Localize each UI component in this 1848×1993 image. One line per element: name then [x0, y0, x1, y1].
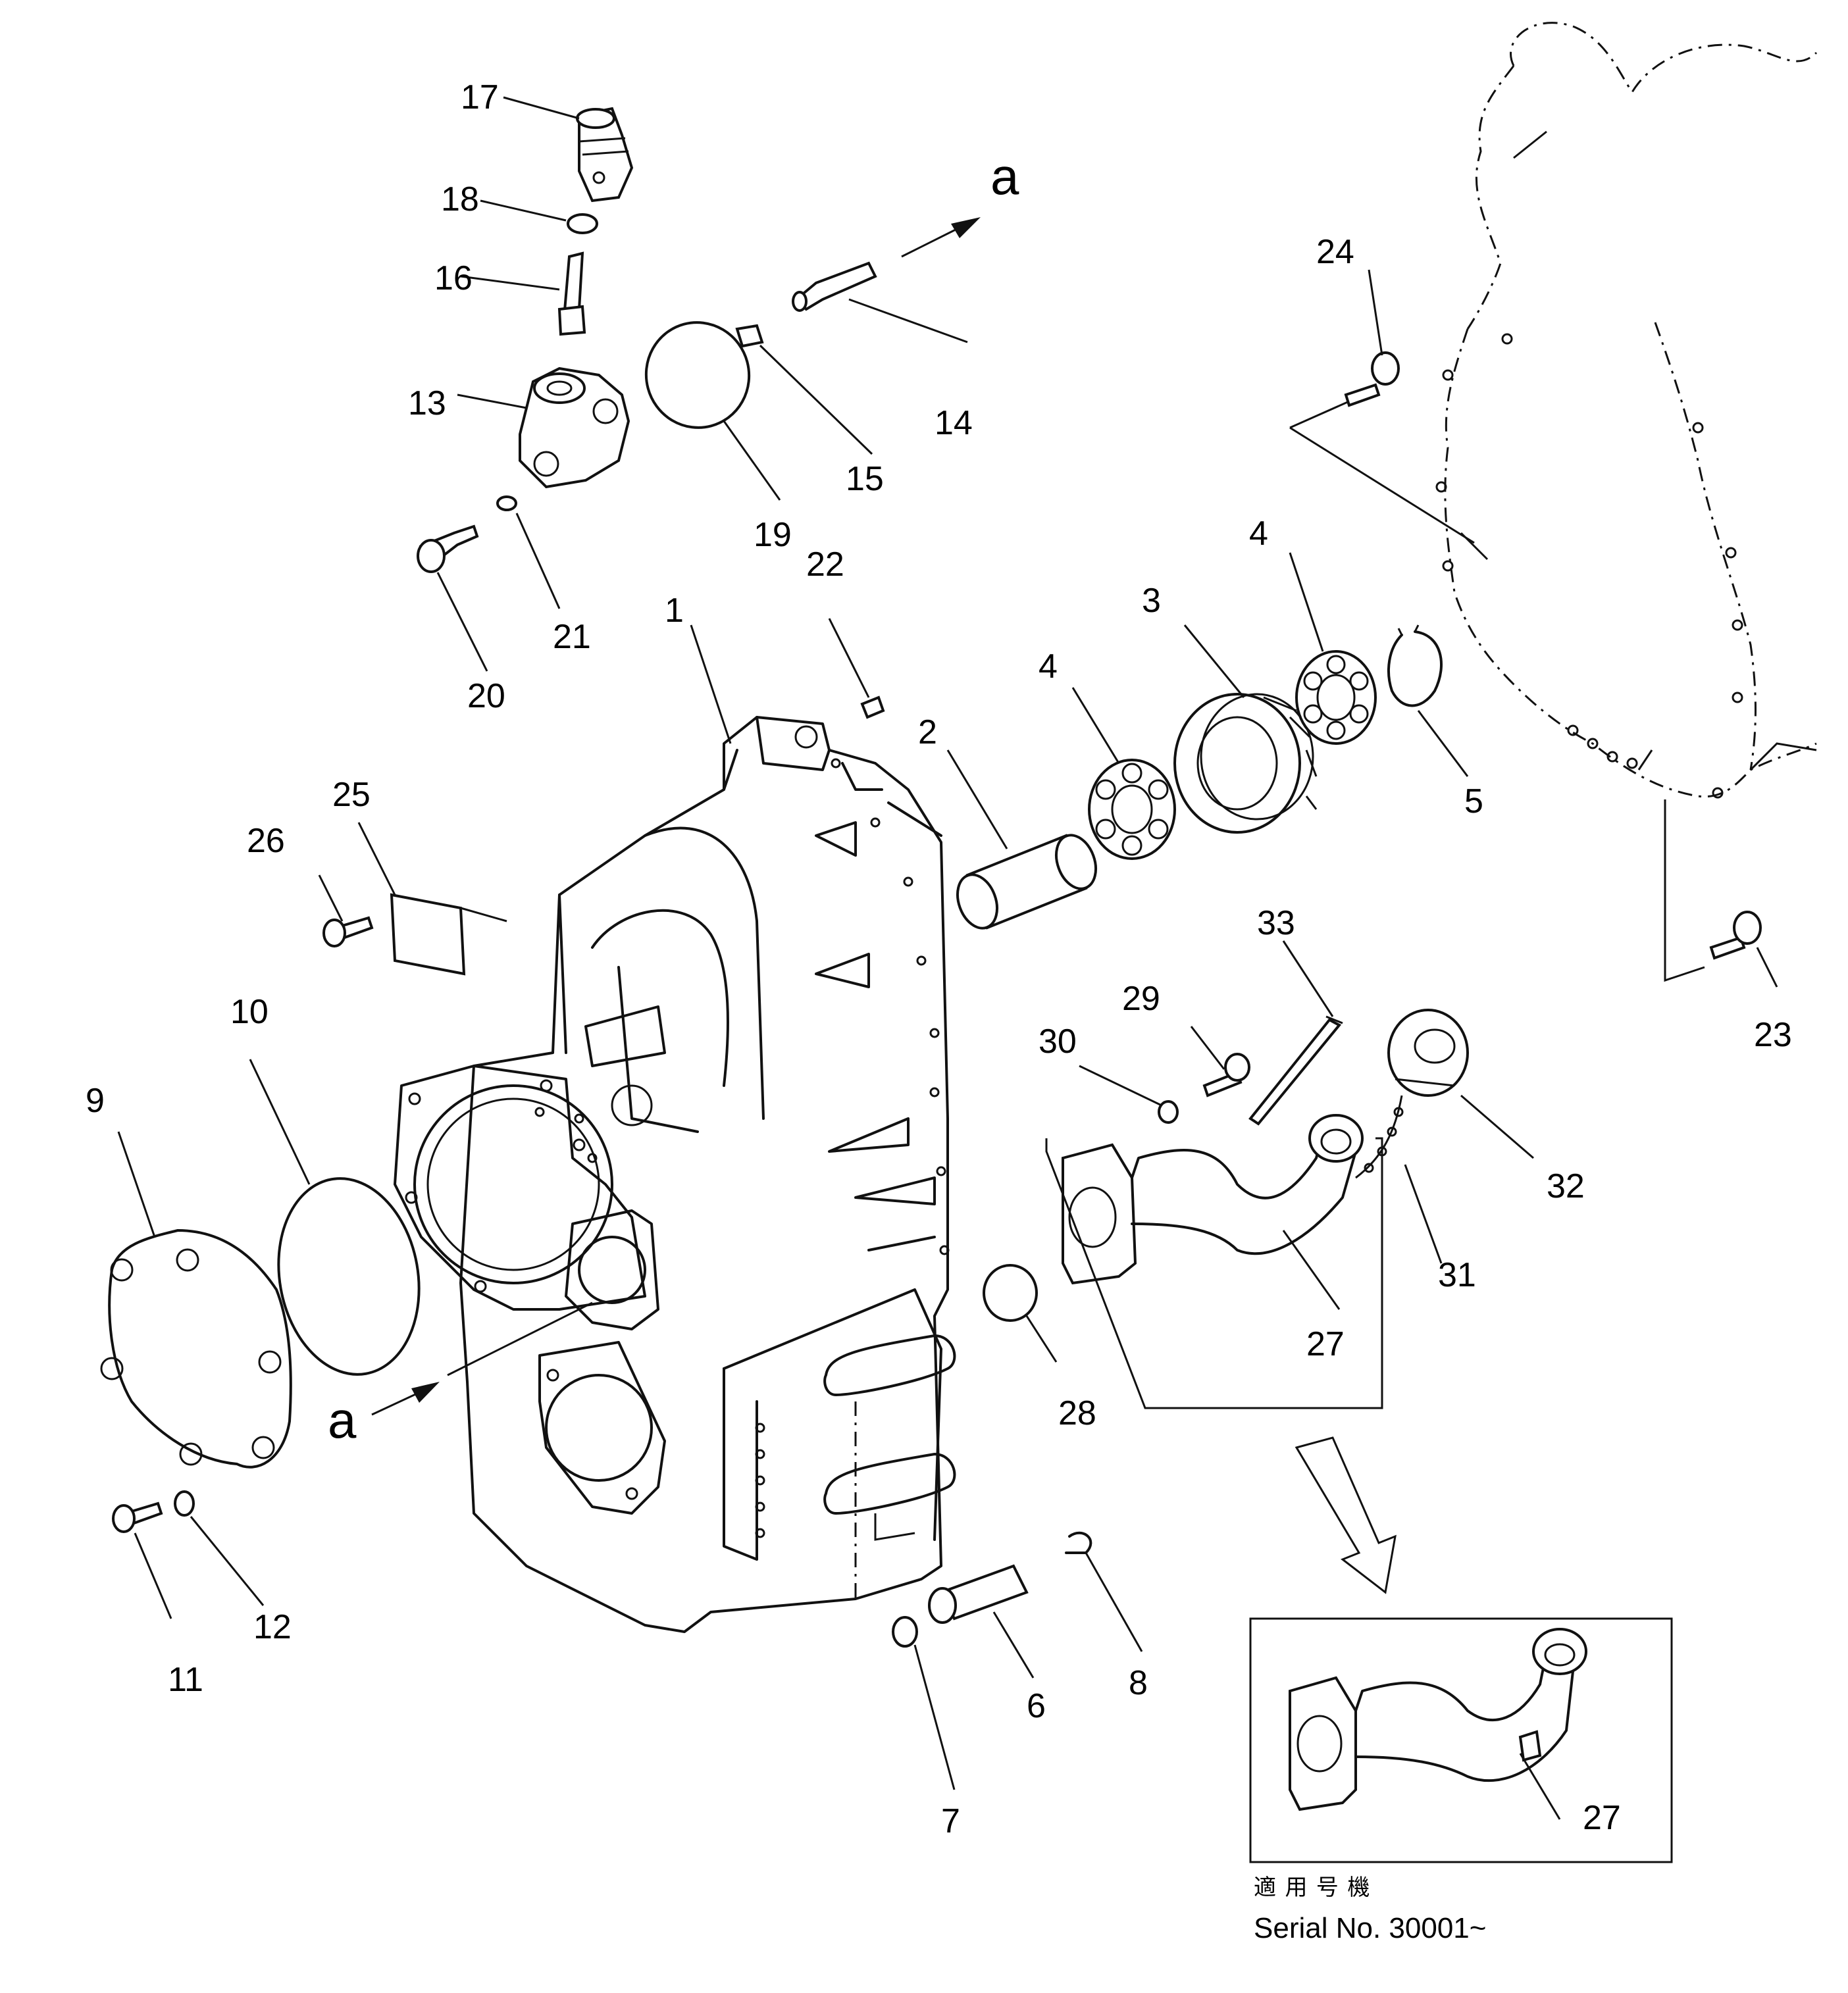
inset-detail [1249, 1617, 1673, 1863]
note-applicable-units: 適 用 号 機 [1254, 1875, 1371, 1900]
callout-5: 5 [1464, 782, 1483, 820]
callout-labels: 1 2 3 4 4 5 6 7 8 9 10 11 12 13 14 15 16… [86, 78, 1792, 1840]
transmission-case [394, 716, 956, 1633]
callout-4-right: 4 [1249, 515, 1268, 553]
callout-27: 27 [1306, 1325, 1345, 1363]
leader-lines [117, 96, 1778, 1820]
ref-label-a-top: a [990, 147, 1019, 205]
housing-bolts [1289, 351, 1762, 982]
callout-10: 10 [230, 993, 269, 1031]
pipe-group [1045, 1009, 1469, 1409]
callout-32: 32 [1547, 1167, 1585, 1205]
valve-group [417, 107, 885, 719]
callout-19: 19 [754, 516, 792, 554]
callout-17: 17 [461, 78, 499, 116]
callout-26: 26 [247, 822, 285, 860]
engine-housing-outline [1435, 22, 1818, 799]
callout-14: 14 [935, 404, 973, 442]
callout-21: 21 [553, 618, 591, 656]
callout-33: 33 [1257, 904, 1295, 942]
callout-2: 2 [918, 713, 937, 751]
inset-box [1249, 1617, 1673, 1863]
ref-arrows [371, 217, 981, 1416]
callout-29: 29 [1122, 980, 1160, 1018]
callout-4-left: 4 [1039, 647, 1058, 686]
callout-20: 20 [467, 677, 505, 715]
callout-3: 3 [1142, 582, 1161, 620]
callout-8: 8 [1129, 1664, 1148, 1702]
callout-16: 16 [434, 259, 473, 297]
callout-25: 25 [332, 776, 371, 814]
callout-27-inset: 27 [1583, 1799, 1621, 1837]
callout-6: 6 [1027, 1687, 1046, 1725]
lower-parts [892, 1264, 1092, 1648]
callout-12: 12 [253, 1608, 292, 1646]
callout-18: 18 [441, 180, 479, 218]
down-arrow [1295, 1436, 1397, 1594]
callout-23: 23 [1754, 1016, 1792, 1054]
callout-11: 11 [168, 1661, 203, 1699]
callout-30: 30 [1039, 1022, 1077, 1061]
callout-28: 28 [1058, 1394, 1096, 1432]
callout-15: 15 [846, 460, 884, 498]
ref-label-a-bottom: a [328, 1391, 357, 1449]
callout-22: 22 [806, 545, 844, 584]
callout-24: 24 [1316, 233, 1354, 271]
callout-13: 13 [408, 384, 446, 422]
callout-31: 31 [1438, 1256, 1476, 1294]
shaft-assembly [956, 624, 1443, 930]
callout-9: 9 [86, 1082, 105, 1120]
callout-1: 1 [665, 592, 684, 630]
note-serial-number: Serial No. 30001~ [1254, 1912, 1486, 1944]
callout-7: 7 [941, 1802, 960, 1840]
cover-group [100, 893, 466, 1533]
